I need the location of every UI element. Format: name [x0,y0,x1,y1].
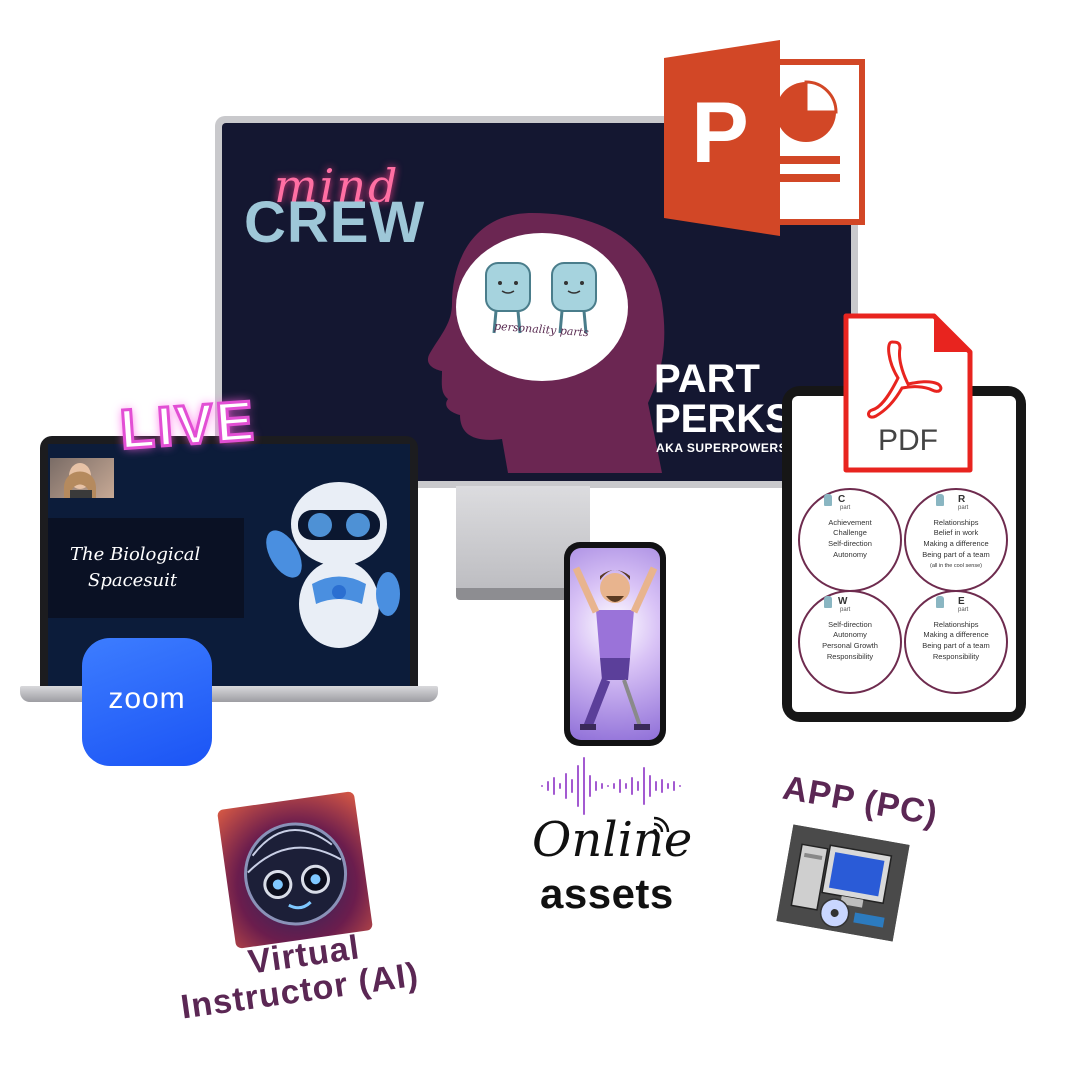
w-line-4: Responsibility [826,652,874,661]
head-silhouette-icon [427,213,665,473]
powerpoint-icon: P [664,40,865,236]
character-left-icon [485,262,531,334]
w-line-3: Personal Growth [822,641,878,650]
robot-mascot-icon [266,482,400,648]
r-line-4: Being part of a team [922,550,990,559]
e-line-2: Making a difference [923,630,989,639]
course-title-card [48,518,244,618]
phone-screen [570,548,660,740]
signal-icon [653,816,670,833]
presenter-avatar-icon [64,463,96,498]
course-title-line2: Spacesuit [88,570,178,591]
e-line-3: Being part of a team [922,641,990,650]
r-line-1: Relationships [933,518,979,527]
assets-label: assets [540,870,674,917]
disco-robot-icon [244,822,348,926]
app-installer-thumbnail[interactable] [776,824,910,942]
w-part-sub: part [840,607,851,613]
computer-installer-icon [776,824,910,942]
pdf-label: PDF [878,424,938,457]
figure-icon [936,596,944,608]
c-line-1: Achievement [828,518,872,527]
w-part-letter: W [838,596,848,607]
e-line-1: Relationships [933,620,979,629]
smartphone [564,542,666,746]
e-part-letter: E [958,596,965,607]
r-line-2: Belief in work [933,528,979,537]
course-title-line1: The Biological [70,544,201,565]
w-line-1: Self-direction [828,620,872,629]
pdf-icon: PDF [843,313,973,473]
crew-title: CREW [244,190,426,255]
e-line-4: Responsibility [932,652,980,661]
figure-icon [824,596,832,608]
r-part-circle: R part Relationships Belief in work Maki… [904,488,1008,592]
r-part-sub: part [958,505,969,511]
character-right-icon [551,262,597,334]
presenter-video-thumbnail[interactable] [50,458,114,498]
w-part-circle: W part Self-direction Autonomy Personal … [798,590,902,694]
cheering-person-icon [572,566,658,730]
c-part-letter: C [838,494,846,505]
c-part-sub: part [840,505,851,511]
r-note: (all in the cool sense) [930,563,982,569]
figure-icon [824,494,832,506]
online-label: Online [532,812,693,868]
figure-icon [936,494,944,506]
part-heading: PART [654,357,760,401]
c-line-2: Challenge [833,528,867,537]
r-part-letter: R [958,494,966,505]
mind-title: mind [274,159,400,213]
virtual-instructor-thumbnail[interactable] [216,791,374,949]
r-line-3: Making a difference [923,539,989,548]
c-part-circle: C part Achievement Challenge Self-direct… [798,488,902,592]
waveform-icon [541,757,681,815]
live-badge: LIVE [116,387,260,462]
aka-superpowers-caption: AKA SUPERPOWERS [656,441,788,455]
e-part-sub: part [958,607,969,613]
app-pc-label: APP (PC) [779,768,941,834]
e-part-circle: E part Relationships Making a difference… [904,590,1008,694]
monitor-base [456,588,590,600]
zoom-label: zoom [108,682,186,715]
c-line-3: Self-direction [828,539,872,548]
powerpoint-letter: P [691,85,748,181]
zoom-icon[interactable]: zoom [82,638,212,766]
c-line-4: Autonomy [833,550,867,559]
perks-heading: PERKS [654,397,792,441]
w-line-2: Autonomy [833,630,867,639]
